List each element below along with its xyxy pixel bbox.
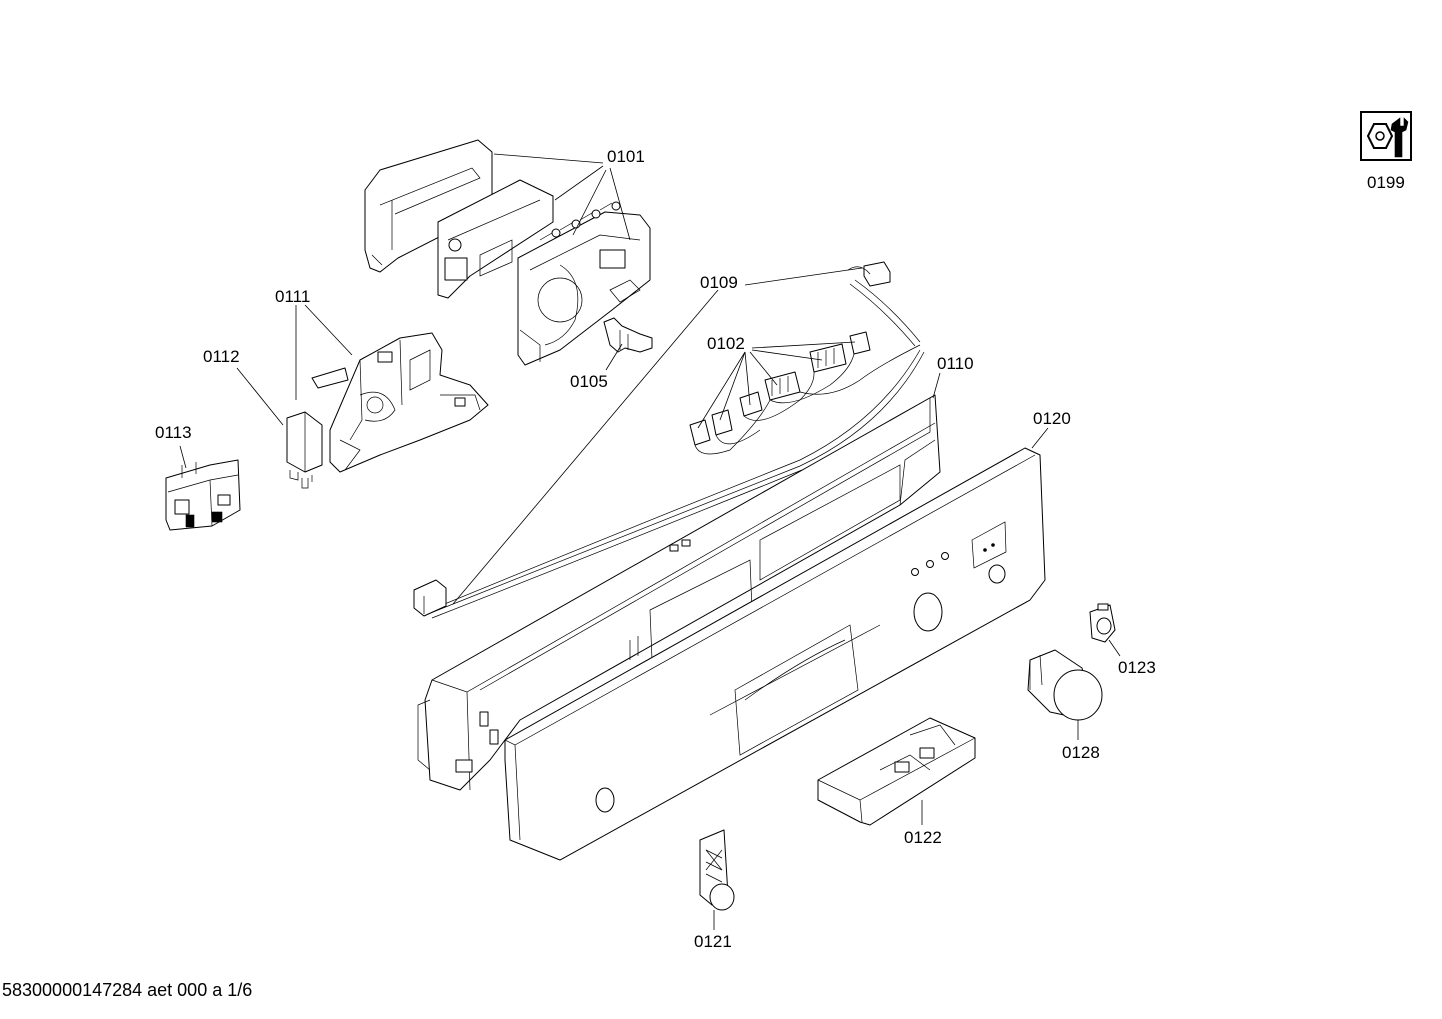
handle-part-0122 bbox=[817, 717, 976, 826]
label-0101[interactable]: 0101 bbox=[607, 147, 645, 166]
label-0120[interactable]: 0120 bbox=[1033, 409, 1071, 428]
part-labels: 0101 0199 0111 0109 0112 0102 0110 0105 … bbox=[155, 147, 1405, 951]
sensor-part-0105 bbox=[603, 317, 653, 353]
label-0122[interactable]: 0122 bbox=[904, 828, 942, 847]
label-0111[interactable]: 0111 bbox=[275, 287, 310, 306]
label-0121[interactable]: 0121 bbox=[694, 932, 732, 951]
label-0128[interactable]: 0128 bbox=[1062, 743, 1100, 762]
wrench-nut-icon bbox=[1360, 111, 1412, 161]
document-footer-id: 58300000147284 aet 000 a 1/6 bbox=[2, 980, 253, 1000]
rotary-knob-0128 bbox=[1027, 649, 1103, 721]
label-0113[interactable]: 0113 bbox=[155, 423, 192, 442]
latch-part-0121 bbox=[699, 829, 735, 911]
label-0123[interactable]: 0123 bbox=[1118, 658, 1156, 677]
front-panel-0120 bbox=[504, 447, 1046, 861]
actuator-assembly bbox=[311, 332, 489, 473]
inner-frame-0110 bbox=[417, 394, 941, 791]
switch-part-0113 bbox=[165, 459, 241, 531]
knob-part-0123 bbox=[1089, 603, 1116, 643]
label-0110[interactable]: 0110 bbox=[937, 354, 974, 373]
cable-harness bbox=[413, 261, 925, 619]
leader-lines bbox=[179, 153, 1121, 930]
control-module-assembly bbox=[364, 139, 651, 366]
label-0102[interactable]: 0102 bbox=[707, 334, 745, 353]
label-0199[interactable]: 0199 bbox=[1367, 173, 1405, 192]
label-0109[interactable]: 0109 bbox=[700, 273, 738, 292]
label-0112[interactable]: 0112 bbox=[203, 347, 240, 366]
label-0105[interactable]: 0105 bbox=[570, 372, 608, 391]
filter-part-0112 bbox=[286, 411, 323, 489]
